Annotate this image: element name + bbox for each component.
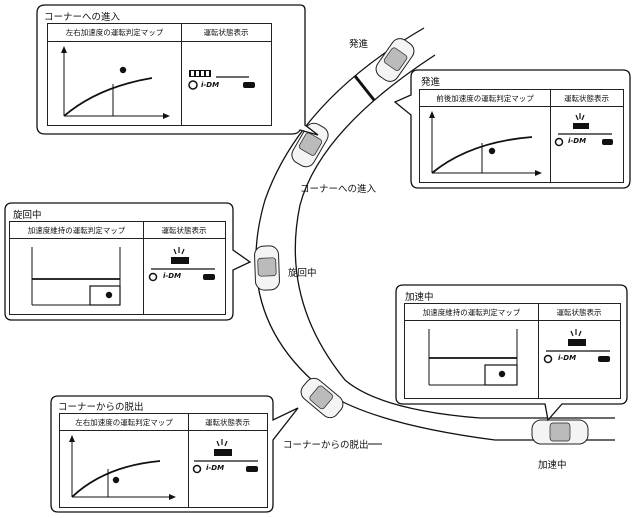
judgment-map-hold: [31, 247, 121, 306]
map-header: 前後加速度の運転判定マップ: [436, 94, 534, 103]
map-header: 加速度維持の運転判定マップ: [27, 226, 126, 235]
road-label-start: 発進: [349, 39, 369, 50]
panel-turning: 加速度維持の運転判定マップ 運転状態表示 i-DM: [9, 221, 226, 315]
idm-logo: i-DM: [163, 272, 182, 280]
road-label-accel: 加速中: [538, 460, 567, 471]
road-outer-edge: [255, 27, 615, 441]
car-status-icon: [602, 139, 613, 145]
map-header: 左右加速度の運転判定マップ: [65, 28, 164, 37]
idm-logo: i-DM: [201, 81, 220, 89]
idm-logo: i-DM: [558, 354, 577, 362]
callout-title-corner-entry: コーナーへの進入: [44, 12, 121, 23]
display-header: 運転状態表示: [564, 94, 609, 103]
panel-start: 前後加速度の運転判定マップ 運転状態表示 i-DM: [419, 89, 624, 183]
car-corner-entry: [291, 122, 329, 168]
car-status-icon: [243, 82, 255, 88]
map-header: 加速度維持の運転判定マップ: [422, 308, 521, 317]
callout-title-corner-exit: コーナーからの脱出: [58, 402, 144, 413]
display-header: 運転状態表示: [205, 418, 250, 427]
status-display: i-DM: [538, 321, 620, 398]
map-dot: [488, 147, 496, 155]
car-accel: [531, 419, 589, 445]
map-dot: [498, 370, 506, 378]
start-line: [353, 75, 376, 101]
status-display: i-DM: [550, 107, 623, 182]
map-header: 左右加速度の運転判定マップ: [75, 418, 173, 427]
car-status-icon: [246, 466, 258, 472]
panel-corner-entry: 左右加速度の運転判定マップ 運転状態表示 i-DM: [47, 23, 272, 126]
map-dot: [119, 66, 127, 74]
car-status-icon: [203, 274, 215, 280]
road-label-corner-entry: コーナーへの進入: [300, 184, 377, 195]
status-display: i-DM: [181, 42, 271, 125]
map-dot: [112, 476, 120, 484]
judgment-map-curve: [69, 435, 176, 500]
status-display: i-DM: [143, 239, 225, 314]
car-status-icon: [598, 356, 610, 362]
callout-title-start: 発進: [421, 77, 441, 88]
judgment-map-curve: [61, 46, 170, 119]
car-start: [375, 38, 415, 82]
display-header: 運転状態表示: [203, 28, 249, 37]
status-display: i-DM: [188, 431, 267, 507]
panel-corner-exit: 左右加速度の運転判定マップ 運転状態表示 i-DM: [59, 413, 268, 508]
car-turning: [254, 245, 280, 291]
road-label-turning: 旋回中: [288, 268, 317, 279]
car-corner-exit: [300, 377, 344, 419]
callout-title-turning: 旋回中: [13, 210, 42, 221]
road-label-corner-exit: コーナーからの脱出: [283, 440, 369, 451]
road-inner-edge: [294, 54, 615, 419]
panel-accel: 加速度維持の運転判定マップ 運転状態表示 i-DM: [404, 303, 621, 399]
judgment-map-hold: [428, 329, 518, 386]
idm-logo: i-DM: [206, 464, 225, 472]
display-header: 運転状態表示: [556, 308, 602, 317]
map-dot: [105, 291, 113, 299]
judgment-map-curve: [429, 111, 542, 176]
callout-title-accel: 加速中: [405, 292, 434, 303]
idm-logo: i-DM: [568, 137, 587, 145]
display-header: 運転状態表示: [161, 226, 207, 235]
